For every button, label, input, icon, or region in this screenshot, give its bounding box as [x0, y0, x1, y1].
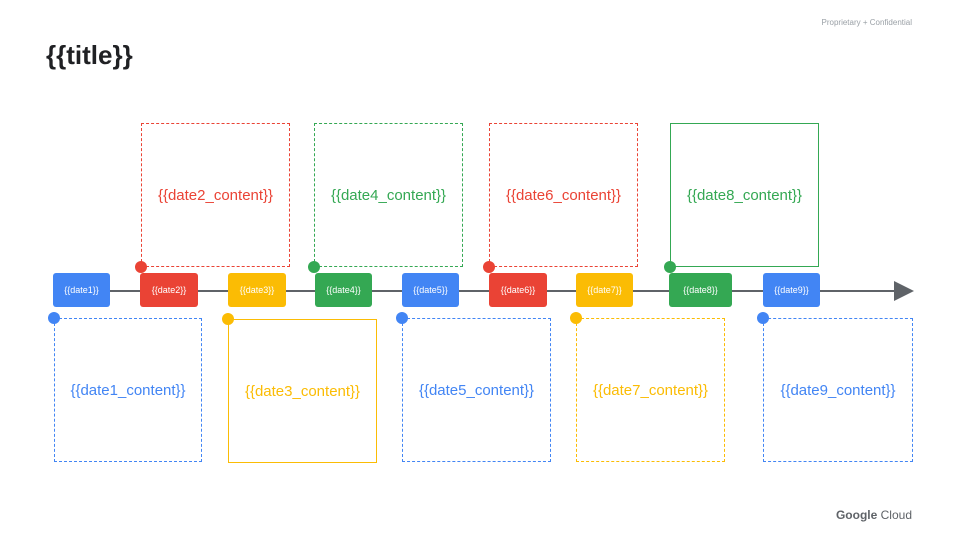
- date8-connector-dot: [664, 261, 676, 273]
- date9-content-box: {{date9_content}}: [763, 318, 913, 462]
- date6-connector-dot: [483, 261, 495, 273]
- logo-brand: Google: [835, 508, 878, 522]
- arrow-right-icon: [894, 281, 914, 301]
- date1-connector-dot: [48, 312, 60, 324]
- date8-marker: {{date8}}: [669, 273, 732, 307]
- date5-content-box: {{date5_content}}: [402, 318, 551, 462]
- date5-connector-dot: [396, 312, 408, 324]
- date9-marker: {{date9}}: [763, 273, 820, 307]
- date5-marker: {{date5}}: [402, 273, 459, 307]
- logo-product: Cloud: [880, 508, 912, 522]
- date3-content-box: {{date3_content}}: [228, 319, 377, 463]
- date6-marker: {{date6}}: [489, 273, 547, 307]
- date1-marker: {{date1}}: [53, 273, 110, 307]
- date7-connector-dot: [570, 312, 582, 324]
- confidentiality-label: Proprietary + Confidential: [821, 18, 913, 27]
- date7-marker: {{date7}}: [576, 273, 633, 307]
- date8-content-box: {{date8_content}}: [670, 123, 819, 267]
- date3-connector-dot: [222, 313, 234, 325]
- date4-connector-dot: [308, 261, 320, 273]
- date7-content-box: {{date7_content}}: [576, 318, 725, 462]
- date1-content-box: {{date1_content}}: [54, 318, 202, 462]
- slide-title: {{title}}: [46, 40, 133, 70]
- date4-content-box: {{date4_content}}: [314, 123, 463, 267]
- date4-marker: {{date4}}: [315, 273, 372, 307]
- date2-connector-dot: [135, 261, 147, 273]
- date2-marker: {{date2}}: [140, 273, 198, 307]
- date6-content-box: {{date6_content}}: [489, 123, 638, 267]
- date3-marker: {{date3}}: [228, 273, 286, 307]
- google-cloud-logo: Google Cloud: [836, 508, 912, 522]
- date2-content-box: {{date2_content}}: [141, 123, 290, 267]
- date9-connector-dot: [757, 312, 769, 324]
